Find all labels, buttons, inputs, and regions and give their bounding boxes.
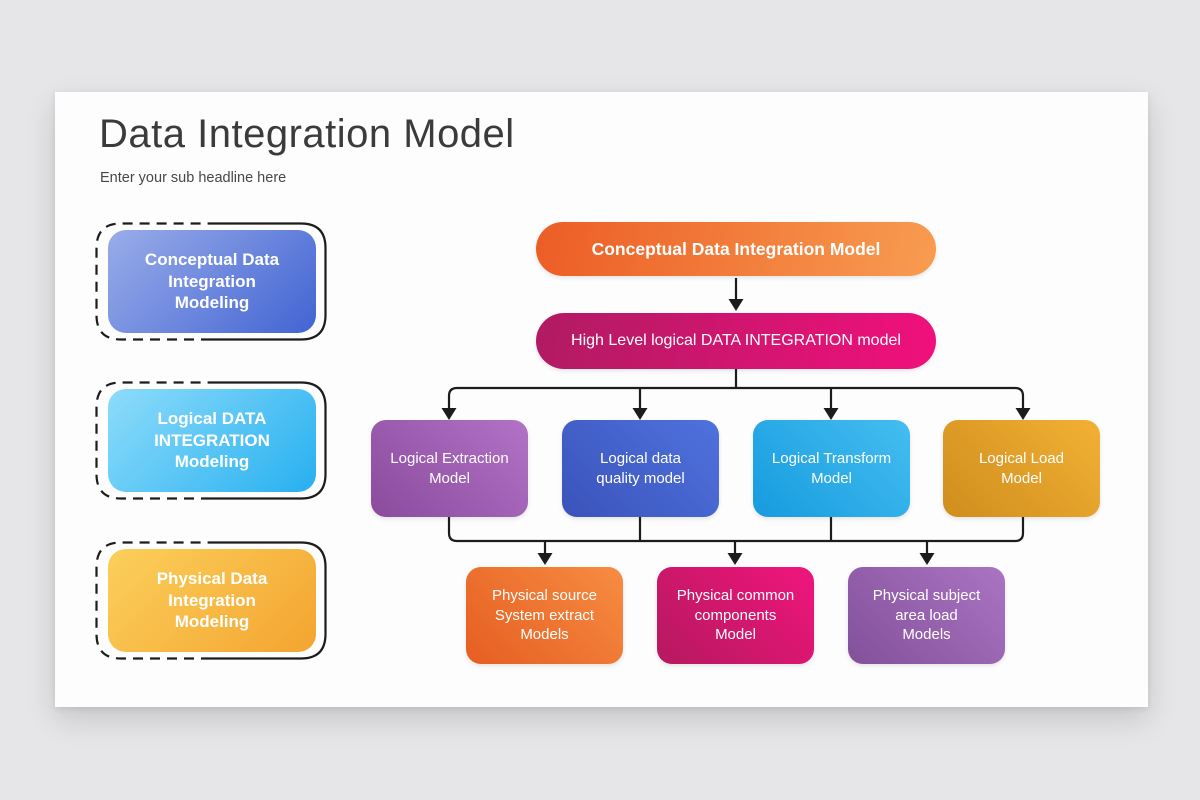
dashed-outline	[95, 381, 327, 500]
slide-card: Data Integration Model Enter your sub he…	[55, 92, 1148, 707]
sidebar-item-physical: Physical Data Integration Modeling	[95, 541, 327, 660]
node-logical-load: Logical Load Model	[943, 420, 1100, 517]
node-physical-subject-area-load: Physical subject area load Models	[848, 567, 1005, 664]
sidebar-label-physical: Physical Data Integration Modeling	[108, 549, 316, 652]
sidebar-label-logical: Logical DATA INTEGRATION Modeling	[108, 389, 316, 492]
arrow-down-icon	[728, 278, 744, 311]
branch-connector-bottom	[447, 517, 1025, 565]
node-logical-transform: Logical Transform Model	[753, 420, 910, 517]
node-logical-extraction: Logical Extraction Model	[371, 420, 528, 517]
dashed-outline	[95, 541, 327, 660]
sidebar-item-conceptual: Conceptual Data Integration Modeling	[95, 222, 327, 341]
page-title: Data Integration Model	[99, 112, 515, 156]
dashed-outline	[95, 222, 327, 341]
page-subtitle: Enter your sub headline here	[100, 170, 287, 186]
node-high-level-logical-model: High Level logical DATA INTEGRATION mode…	[536, 313, 936, 369]
node-physical-source-extract: Physical source System extract Models	[466, 567, 623, 664]
node-logical-data-quality: Logical data quality model	[562, 420, 719, 517]
sidebar-item-logical: Logical DATA INTEGRATION Modeling	[95, 381, 327, 500]
node-conceptual-model: Conceptual Data Integration Model	[536, 222, 936, 276]
sidebar-label-conceptual: Conceptual Data Integration Modeling	[108, 230, 316, 333]
branch-connector-top	[441, 369, 1031, 420]
node-physical-common-components: Physical common components Model	[657, 567, 814, 664]
